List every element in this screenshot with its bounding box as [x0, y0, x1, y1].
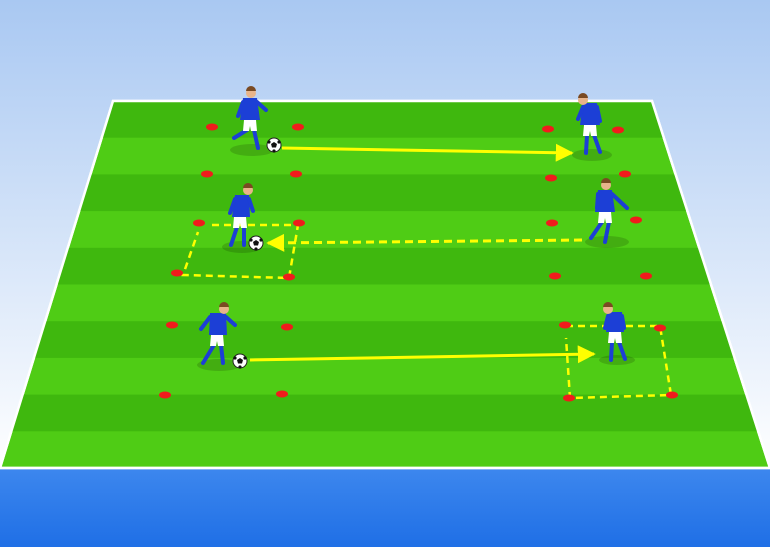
pass-arrow-middle-lane — [266, 233, 583, 252]
pitch-stripe — [0, 174, 770, 212]
cone — [630, 216, 642, 224]
cone — [619, 170, 631, 178]
player-middle-right — [585, 178, 629, 248]
cone — [292, 123, 304, 131]
cone — [666, 391, 678, 399]
cone — [283, 273, 295, 281]
soccer-ball-icon — [248, 235, 264, 251]
cone — [193, 219, 205, 227]
cone — [563, 394, 575, 402]
cones — [159, 123, 678, 402]
cone — [293, 219, 305, 227]
cone — [640, 272, 652, 280]
player-top-right — [572, 93, 612, 161]
pitch-boundary-line — [0, 99, 770, 470]
grid-box-bottom-right — [564, 324, 673, 400]
cone — [290, 170, 302, 178]
pitch-stripe — [0, 321, 770, 358]
cone — [206, 123, 218, 131]
pitch-stripes — [0, 101, 770, 432]
player-bottom-right — [599, 302, 635, 365]
cone — [276, 390, 288, 398]
pass-arrow-bottom-lane — [249, 345, 596, 364]
cone — [166, 321, 178, 329]
cone — [654, 324, 666, 332]
cone — [281, 323, 293, 331]
ground-band — [0, 468, 770, 547]
player-bottom-left — [197, 302, 241, 371]
pitch-stripe — [0, 101, 770, 138]
cone — [545, 174, 557, 182]
cone — [201, 170, 213, 178]
pitch-stripe — [0, 394, 770, 432]
cone — [559, 321, 571, 329]
soccer-ball-icon — [232, 353, 248, 369]
player-top-left — [230, 86, 274, 156]
cone — [159, 391, 171, 399]
pass-arrow-top-lane — [281, 143, 574, 162]
cone — [542, 125, 554, 133]
cone — [171, 269, 183, 277]
cone — [549, 272, 561, 280]
pitch-stripe — [0, 247, 770, 285]
cone — [612, 126, 624, 134]
cone — [546, 219, 558, 227]
soccer-ball-icon — [266, 137, 282, 153]
